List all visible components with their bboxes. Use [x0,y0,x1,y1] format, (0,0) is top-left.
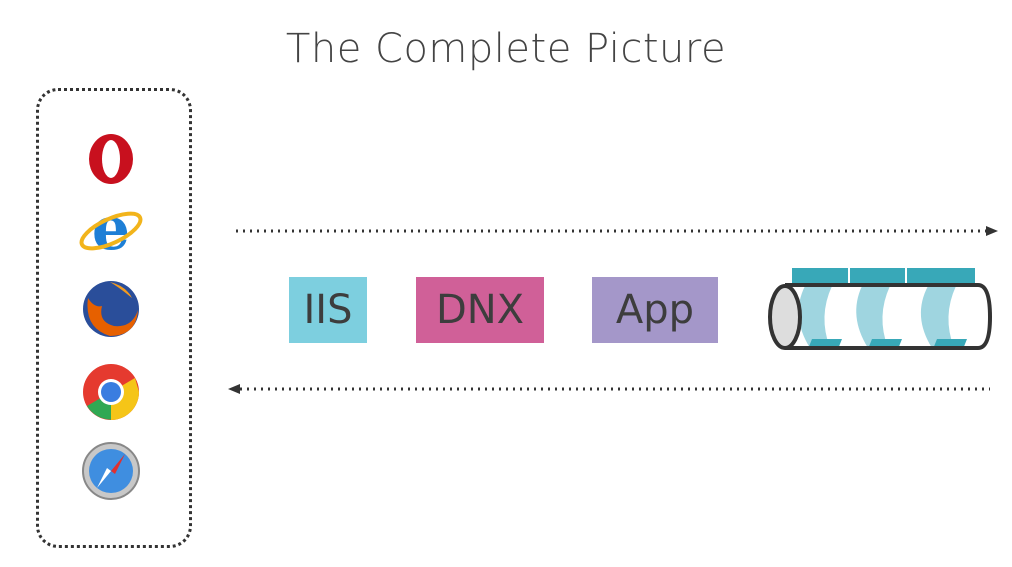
safari-icon [82,442,140,500]
browser-panel [36,88,192,548]
app-box: App [592,277,718,343]
chrome-icon [83,364,139,420]
iis-box: IIS [289,277,367,343]
firefox-icon [83,281,139,337]
pipeline-icon [768,268,993,350]
app-label: App [615,287,695,333]
dnx-label: DNX [435,287,525,333]
opera-icon [89,134,133,184]
svg-text:e: e [92,194,130,264]
slide-title: The Complete Picture [285,26,727,72]
internet-explorer-icon: e [79,194,143,264]
iis-label: IIS [303,287,353,333]
dnx-box: DNX [416,277,544,343]
